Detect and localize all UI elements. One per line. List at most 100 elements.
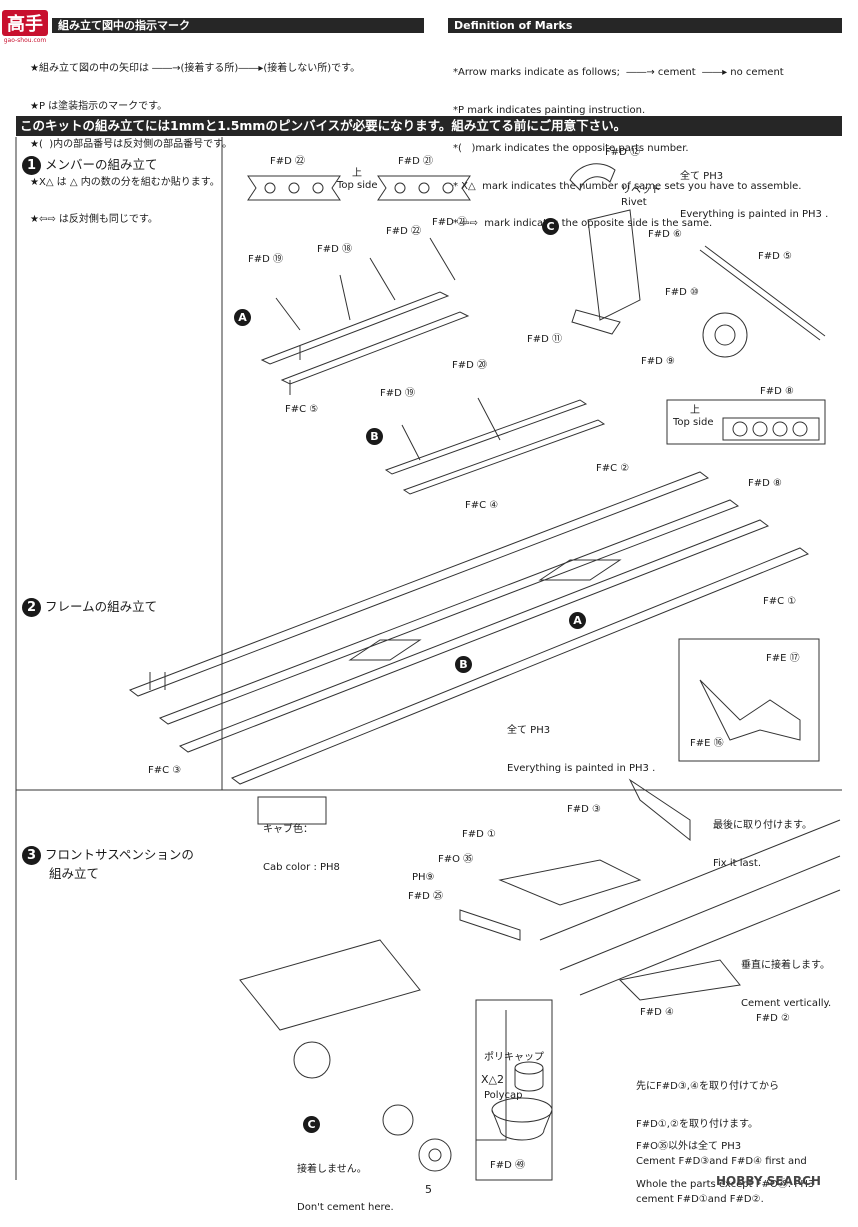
assembly-illustration — [15, 137, 842, 1181]
part-label: F#D ⑫ — [605, 147, 641, 158]
part-label: F#E ⑰ — [766, 653, 800, 664]
polycap-jp: ポリキャップ — [484, 1052, 544, 1063]
top-side-jp: 上 — [690, 405, 700, 416]
marker-c: C — [303, 1116, 320, 1133]
cab-color-en: Cab color : PH8 — [263, 861, 340, 873]
part-label: F#D ⑱ — [317, 244, 353, 255]
no-cement-en: Don't cement here. — [297, 1201, 394, 1213]
part-label: F#D ㉑ — [432, 217, 468, 228]
part-label: F#C ① — [763, 596, 797, 607]
quantity-mark: X△2 — [481, 1073, 504, 1086]
legend-en-line: *Arrow marks indicate as follows; ――→ ce… — [453, 67, 784, 79]
except-note: F#O㉟以外は全て PH3 Whole the parts except F#O… — [636, 1116, 814, 1204]
part-label: F#D ① — [462, 829, 496, 840]
legend-en-line: *P mark indicates painting instruction. — [453, 104, 646, 116]
page-number: 5 — [425, 1183, 432, 1196]
order-note: 先にF#D③,④を取り付けてから F#D①,②を取り付けます。 Cement F… — [636, 1056, 807, 1219]
part-label: F#D ⑨ — [641, 356, 675, 367]
part-label: F#D ⑳ — [452, 360, 488, 371]
step-label: フレームの組み立て — [45, 599, 158, 614]
part-label: F#O ㉟ — [438, 854, 474, 865]
part-label: F#D ㊾ — [490, 1160, 526, 1171]
fix-last-en: Fix it last. — [713, 857, 761, 869]
part-label: F#C ⑤ — [285, 404, 319, 415]
legend-jp-line: ★( )内の部品番号は反対側の部品番号です。 — [30, 138, 233, 150]
part-label: F#D ⑤ — [758, 251, 792, 262]
marks-header-jp: 組み立て図中の指示マーク — [52, 18, 424, 33]
legend-jp-line: ★P は塗装指示のマークです。 — [30, 100, 168, 112]
rivet-label-en: Rivet — [621, 197, 647, 208]
part-label: F#D ⑲ — [380, 388, 416, 399]
step-number: 3 — [22, 846, 41, 865]
part-label: F#D ㉒ — [386, 226, 422, 237]
marker-a: A — [569, 612, 586, 629]
rivet-label-jp: リベット — [621, 185, 661, 196]
marker-b: B — [366, 428, 383, 445]
part-label: F#E ⑯ — [690, 738, 724, 749]
watermark-logo: 高手 gao-shou.com — [2, 10, 48, 44]
part-label: F#D ③ — [567, 804, 601, 815]
step-number: 2 — [22, 598, 41, 617]
step-label: フロントサスペンションの — [45, 847, 194, 862]
marker-a: A — [234, 309, 251, 326]
vertical-note: 垂直に接着します。 Cement vertically. — [741, 935, 831, 1023]
top-side-en: Top side — [673, 417, 714, 428]
vertical-en: Cement vertically. — [741, 997, 832, 1009]
step-label: メンバーの組み立て — [45, 157, 158, 172]
part-label: F#D ④ — [640, 1007, 674, 1018]
step-3-title: 3 フロントサスペンションの 組み立て — [22, 846, 194, 883]
part-label: F#D ⑲ — [248, 254, 284, 265]
watermark-logo-graphic: 高手 gao-shou.com — [2, 10, 48, 44]
part-label: F#D ㉒ — [270, 156, 306, 167]
step-number: 1 — [22, 156, 41, 175]
except-en: Whole the parts except F#O㉟: PH3 — [636, 1178, 815, 1190]
paint-note-en: Everything is painted in PH3 . — [680, 208, 829, 220]
marker-b: B — [455, 656, 472, 673]
paint-note-2: 全て PH3 Everything is painted in PH3 . — [507, 700, 655, 788]
legend-en: *Arrow marks indicate as follows; ――→ ce… — [453, 42, 801, 244]
part-label: F#D ② — [756, 1013, 790, 1024]
part-label: F#D ⑥ — [648, 229, 682, 240]
part-label: F#C ④ — [465, 500, 499, 511]
order-jp: F#D①,②を取り付けます。 — [636, 1118, 758, 1130]
legend-jp: ★組み立て図の中の矢印は ――→(接着する所)――▸(接着しない所)です。 ★P… — [30, 38, 360, 240]
part-label: F#D ⑧ — [760, 386, 794, 397]
part-label: F#D ⑩ — [665, 287, 699, 298]
part-label: F#D ⑧ — [748, 478, 782, 489]
order-en: cement F#D①and F#D②. — [636, 1193, 764, 1205]
order-en: Cement F#D③and F#D④ first and — [636, 1156, 807, 1167]
legend-jp-line: ★X△ は △ 内の数の分を組むか貼ります。 — [30, 176, 220, 188]
except-jp: F#O㉟以外は全て PH3 — [636, 1141, 742, 1152]
paint-mark: PH⑨ — [412, 872, 435, 883]
part-label: F#C ② — [596, 463, 630, 474]
part-label: F#D ㉑ — [398, 156, 434, 167]
marks-header-en: Definition of Marks — [448, 18, 842, 33]
legend-jp-line: ★組み立て図の中の矢印は ――→(接着する所)――▸(接着しない所)です。 — [30, 63, 361, 75]
legend-en-line: * X△ mark indicates the number of same s… — [453, 180, 802, 192]
top-side-jp: 上 — [352, 168, 362, 179]
paint-note-jp: 全て PH3 — [680, 171, 724, 182]
part-label: F#D ㉕ — [408, 891, 444, 902]
fix-last-note: 最後に取り付けます。 Fix it last. — [713, 795, 812, 883]
paint-note-en: Everything is painted in PH3 . — [507, 762, 656, 774]
cab-color-jp: キャブ色： — [263, 824, 313, 835]
pin-vise-banner: このキットの組み立てには1mmと1.5mmのピンバイスが必要になります。組み立て… — [16, 116, 842, 136]
step-label-line2: 組み立て — [49, 866, 100, 881]
svg-text:高手: 高手 — [7, 13, 43, 35]
polycap-note: ポリキャップ Polycap — [484, 1027, 544, 1115]
legend-jp-line: ★⇦⇨ は反対側も同じです。 — [30, 214, 158, 226]
step-1-title: 1 メンバーの組み立て — [22, 156, 158, 175]
top-side-en: Top side — [337, 180, 378, 191]
step-2-title: 2 フレームの組み立て — [22, 598, 157, 617]
paint-note-1: 全て PH3 Everything is painted in PH3 . — [680, 146, 828, 234]
legend-en-line: *( )mark indicates the opposite parts nu… — [453, 142, 689, 154]
vertical-jp: 垂直に接着します。 — [741, 960, 830, 971]
legend-en-line: * ⇦⇨ mark indicates the opposite side is… — [453, 218, 713, 230]
polycap-en: Polycap — [484, 1089, 523, 1101]
no-cement-jp: 接着しません。 — [297, 1164, 367, 1175]
fix-last-jp: 最後に取り付けます。 — [713, 820, 812, 831]
cab-color-note: キャブ色： Cab color : PH8 — [263, 799, 340, 887]
no-cement-note: 接着しません。 Don't cement here. — [297, 1139, 394, 1227]
marker-c: C — [542, 218, 559, 235]
part-label: F#C ③ — [148, 765, 182, 776]
